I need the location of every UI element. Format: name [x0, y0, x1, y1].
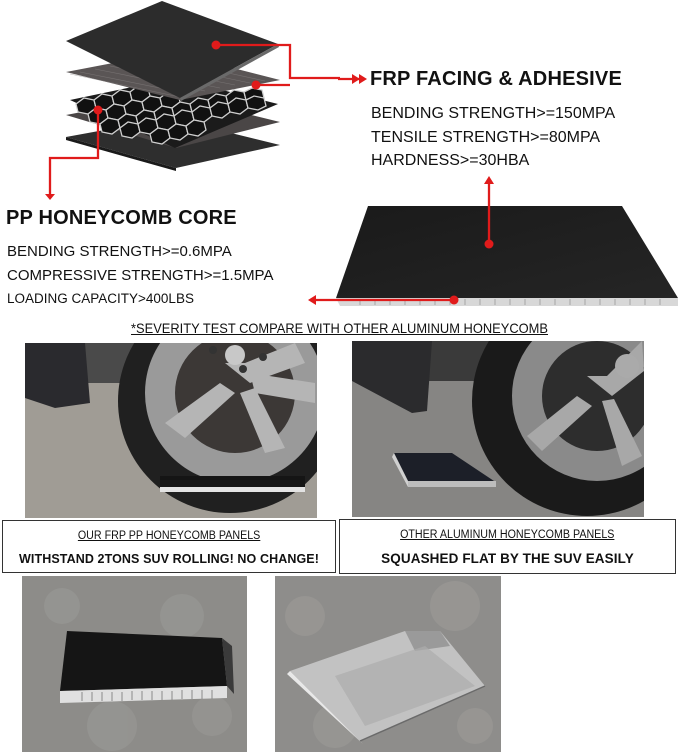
arrow-left-icon: [308, 295, 316, 305]
pp-section-title: PP HONEYCOMB CORE: [6, 207, 237, 229]
caption-box-ours: OUR FRP PP HONEYCOMB PANELS WITHSTAND 2T…: [2, 520, 336, 573]
photo-other-under-tire: [352, 341, 644, 517]
arrow-down-icon: [45, 194, 55, 200]
pp-spec-compressive: COMPRESSIVE STRENGTH>=1.5MPA: [7, 267, 274, 284]
frp-spec-tensile: TENSILE STRENGTH>=80MPA: [371, 129, 601, 146]
pp-spec-bending: BENDING STRENGTH>=0.6MPA: [7, 243, 232, 260]
arrow-right-icon: [338, 74, 367, 84]
caption-other-subtitle: OTHER ALUMINUM HONEYCOMB PANELS: [400, 529, 615, 541]
frp-section-title: FRP FACING & ADHESIVE: [370, 68, 623, 90]
photo-ours-intact-panel: [22, 576, 247, 752]
callout-dot-core: [93, 105, 103, 115]
caption-ours-subtitle: OUR FRP PP HONEYCOMB PANELS: [77, 529, 261, 542]
photo-ours-under-tire: [25, 343, 317, 518]
callout-lines: [48, 43, 340, 196]
caption-other-result: SQUASHED FLAT BY THE SUV EASILY: [381, 551, 634, 566]
frp-facing-top: [66, 1, 278, 98]
frp-spec-hardness: HARDNESS>=30HBA: [371, 152, 530, 169]
frp-spec-bending: BENDING STRENGTH>=150MPA: [371, 105, 616, 122]
arrow-up-icon: [484, 176, 494, 184]
panel-product-photo: [308, 176, 678, 306]
pp-honeycomb-core: [70, 78, 278, 148]
callout-dot-adhesive: [251, 80, 261, 90]
photo-other-squashed-panel: [275, 576, 501, 752]
caption-ours-result: WITHSTAND 2TONS SUV ROLLING! NO CHANGE!: [19, 551, 319, 566]
caption-box-other: OTHER ALUMINUM HONEYCOMB PANELS SQUASHED…: [339, 519, 676, 574]
pp-spec-loading: LOADING CAPACITY>400LBS: [7, 291, 194, 306]
severity-test-heading: *SEVERITY TEST COMPARE WITH OTHER ALUMIN…: [131, 320, 548, 336]
callout-dot-frp: [211, 40, 221, 50]
exploded-layer-diagram: [45, 1, 340, 200]
